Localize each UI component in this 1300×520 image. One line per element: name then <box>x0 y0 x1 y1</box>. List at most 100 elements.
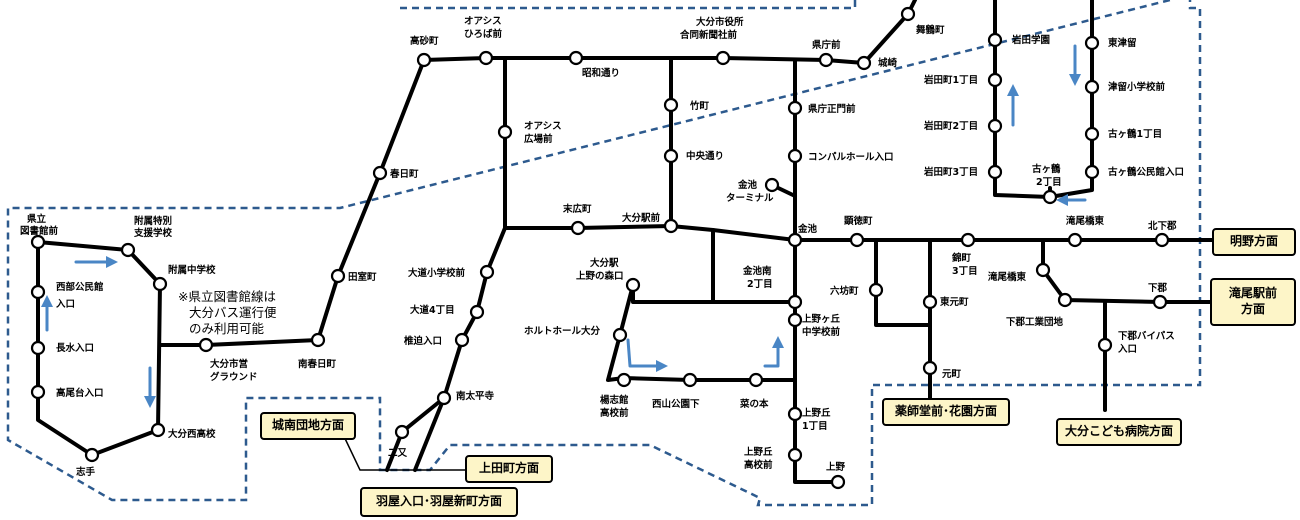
label-minamikasuga: 南春日町 <box>298 358 337 370</box>
label-daido-sho: 大道小学校前 <box>408 267 466 279</box>
destination-akeno[interactable]: 明野方面 <box>1212 228 1296 256</box>
stop-kogatsuru1[interactable] <box>1084 126 1100 142</box>
label-daido4: 大道4丁目 <box>410 304 455 316</box>
stop-kanaike-term[interactable] <box>764 177 780 193</box>
stop-fuzoku-tokubetsu[interactable] <box>120 242 136 258</box>
stop-shirosaki[interactable] <box>856 55 872 71</box>
label-minami-taheiji: 南太平寺 <box>456 390 495 402</box>
destination-jonan[interactable]: 城南団地方面 <box>260 412 356 440</box>
stop-shieigrd[interactable] <box>198 337 214 353</box>
stop-uenooka-hs[interactable] <box>787 447 803 463</box>
label-uenooka-hs-2: 高校前 <box>744 459 773 471</box>
stop-kogatsuru2[interactable] <box>1042 189 1058 205</box>
label-kogatsuru-komin: 古ヶ鶴公民館入口 <box>1108 166 1184 178</box>
stop-oasis-hiroba2[interactable] <box>497 124 513 140</box>
stop-kasuga[interactable] <box>372 165 388 181</box>
label-futamata: 二又 <box>388 448 408 459</box>
label-yoshikan-2: 高校前 <box>600 407 629 419</box>
note-line-2: 大分バス運行便 <box>189 305 277 320</box>
destination-kodomo[interactable]: 大分こども病院方面 <box>1056 418 1182 446</box>
stop-kanaike[interactable] <box>787 232 803 248</box>
stop-takemachi[interactable] <box>663 97 679 113</box>
stop-minamikasuga[interactable] <box>310 332 326 348</box>
label-maizuru: 舞鶴町 <box>916 24 945 36</box>
stop-shimogori-bp[interactable] <box>1097 337 1113 353</box>
stop-showa[interactable] <box>568 50 584 66</box>
stop-daido4[interactable] <box>469 304 485 320</box>
stop-takasago[interactable] <box>416 52 432 68</box>
stop-takio-bashi[interactable] <box>1035 262 1051 278</box>
stop-uenooka1[interactable] <box>787 406 803 422</box>
stop-takio-higashi[interactable] <box>1067 232 1083 248</box>
label-takaodai: 高尾台入口 <box>56 387 104 399</box>
usage-note: ※県立図書館線は 大分バス運行便 のみ利用可能 <box>178 289 277 336</box>
label-nishiyama: 西山公園下 <box>652 398 700 410</box>
stop-kitashimogori[interactable] <box>1154 232 1170 248</box>
destination-ueda[interactable]: 上田町方面 <box>465 455 553 483</box>
stop-uenogaoka-chu[interactable] <box>787 312 803 328</box>
label-kogatsuru1: 古ヶ鶴1丁目 <box>1108 128 1162 140</box>
label-kogatsuru2-1: 古ヶ鶴 <box>1032 163 1061 175</box>
stop-shimogori-ind[interactable] <box>1057 292 1073 308</box>
label-seibu-1: 西部公民館 <box>56 281 104 293</box>
stop-fuzoku-chu[interactable] <box>152 276 168 292</box>
stop-kanaike-minami[interactable] <box>787 294 803 310</box>
stop-compal[interactable] <box>787 148 803 164</box>
stop-shiyakusho[interactable] <box>715 50 731 66</box>
label-tamuro: 田室町 <box>348 271 377 283</box>
stop-labels: 県立 図書館前 附属特別 支援学校 西部公民館 入口 附属中学校 長水入口 高尾… <box>20 16 1184 478</box>
destination-haya[interactable]: 羽屋入口･羽屋新町方面 <box>360 487 518 517</box>
label-kencho: 県庁前 <box>812 39 841 51</box>
stop-oasis-hiroba[interactable] <box>478 50 494 66</box>
stop-nishiki[interactable] <box>960 232 976 248</box>
stop-ueno-mori[interactable] <box>625 277 641 293</box>
stop-kenritsu[interactable] <box>30 234 46 250</box>
stop-nagamizu[interactable] <box>30 340 46 356</box>
stop-iwata2[interactable] <box>987 118 1003 134</box>
stop-daido-sho[interactable] <box>479 264 495 280</box>
stop-oita-eki[interactable] <box>663 218 679 234</box>
stop-higashitsuru[interactable] <box>1084 35 1100 51</box>
stop-iwata-gakuen[interactable] <box>987 32 1003 48</box>
stop-maizuru[interactable] <box>900 6 916 22</box>
stop-chuo[interactable] <box>663 148 679 164</box>
stop-futamata[interactable] <box>394 424 410 440</box>
stop-suehiro[interactable] <box>570 220 586 236</box>
stop-oita-nishi[interactable] <box>150 422 166 438</box>
stop-shimogori[interactable] <box>1152 294 1168 310</box>
stop-iwata1[interactable] <box>987 72 1003 88</box>
label-shirosaki: 城崎 <box>878 57 898 69</box>
stop-seibu[interactable] <box>30 284 46 300</box>
stop-kencho[interactable] <box>818 52 834 68</box>
stop-shiisako[interactable] <box>454 332 470 348</box>
stop-minami-taheiji[interactable] <box>436 390 452 406</box>
label-takio-higashi: 滝尾橋東 <box>1066 215 1105 227</box>
stop-motomachi[interactable] <box>922 360 938 376</box>
stop-nanohon[interactable] <box>748 372 764 388</box>
stop-horuto[interactable] <box>612 327 628 343</box>
stop-tsuru-sho[interactable] <box>1084 79 1100 95</box>
label-oasis-hiroba-2: ひろば前 <box>464 28 503 40</box>
destination-yakushido[interactable]: 薬師堂前･花園方面 <box>882 398 1010 426</box>
stop-shite[interactable] <box>84 447 100 463</box>
stop-kentoku[interactable] <box>849 232 865 248</box>
stop-rokubo[interactable] <box>868 282 884 298</box>
stop-tamuro[interactable] <box>330 268 346 284</box>
destination-takio-eki[interactable]: 滝尾駅前 方面 <box>1210 278 1296 326</box>
stop-ueno[interactable] <box>830 474 846 490</box>
label-higashimoto: 東元町 <box>939 296 969 308</box>
label-kasuga: 春日町 <box>389 168 419 180</box>
stop-takaodai[interactable] <box>30 384 46 400</box>
stop-kencho-seimon[interactable] <box>787 100 803 116</box>
stop-iwata3[interactable] <box>987 164 1003 180</box>
label-kanaike-minami-2: 2丁目 <box>747 279 773 290</box>
label-oita-eki: 大分駅前 <box>622 212 661 224</box>
stop-yoshikan[interactable] <box>616 372 632 388</box>
label-shimogori-ind: 下郡工業団地 <box>1006 316 1064 328</box>
stop-higashimoto[interactable] <box>922 294 938 310</box>
label-shiyakusho-1: 大分市役所 <box>696 16 744 28</box>
stop-nishiyama[interactable] <box>682 372 698 388</box>
label-ueno-mori-2: 上野の森口 <box>576 270 624 282</box>
stop-kogatsuru-komin[interactable] <box>1084 164 1100 180</box>
